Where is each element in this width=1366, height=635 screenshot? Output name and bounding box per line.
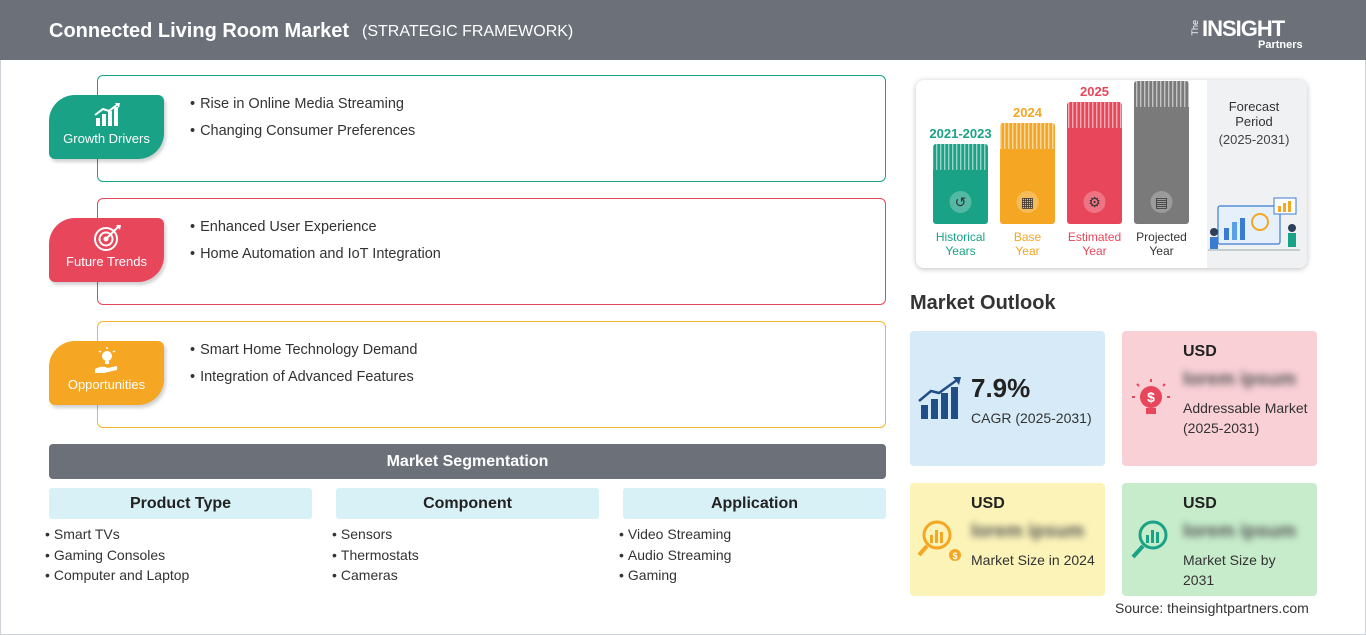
size2031-label: Market Size by 2031 [1183,552,1276,588]
size2024-label: Market Size in 2024 [971,552,1095,568]
timeline-chart: 2021-2023↺HistoricalYears2024▦BaseYear20… [929,81,1300,258]
segment-item: Gaming Consoles [45,547,312,568]
size2031-tile-bg [1122,483,1317,596]
source-note: Source: theinsightpartners.com [1115,600,1309,616]
segment-heading: Component [336,488,599,519]
target-icon [93,225,121,251]
logo-main: INSIGHT [1202,16,1285,41]
projection-board-icon [1150,191,1173,213]
growth-drivers-badge: Growth Drivers [49,95,164,159]
badge-label: Opportunities [67,377,146,392]
projection-board-icon-glyph: ▤ [1155,195,1168,211]
timeline-bar-label: Year [1149,244,1173,258]
timeline-bar-stripes [1000,123,1055,149]
timeline-bar-stripes [1134,81,1189,107]
addressable-currency: USD [1183,343,1217,360]
svg-text:$: $ [952,551,957,561]
timeline-bar [1134,81,1189,224]
segment-item: Smart TVs [45,526,312,547]
segment-component: Component Sensors Thermostats Cameras [336,488,599,588]
outlook-title: Market Outlook [910,292,1056,314]
segment-item: Computer and Laptop [45,567,312,588]
opportunities-box: Smart Home Technology Demand Integration… [97,321,886,428]
timeline-bar-label: Years [945,244,975,258]
lightbulb-hand-icon [94,347,117,373]
segment-item: Sensors [332,526,599,547]
cagr-label: CAGR (2025-2031) [971,410,1092,426]
timeline-bar [1067,102,1122,224]
segmentation-title: Market Segmentation [49,444,886,479]
timeline-bar-stripes [1067,102,1122,128]
timeline-category-label: 2024 [1013,105,1043,120]
page-title: Connected Living Room Market [49,20,350,42]
addressable-market-tile: $ USD lorem ipsum Addressable Market (20… [1122,331,1317,466]
list-item: Home Automation and IoT Integration [190,246,441,262]
page-subtitle: (STRATEGIC FRAMEWORK) [362,23,574,40]
header-bar: Connected Living Room Market (STRATEGIC … [0,0,1366,60]
segment-application: Application Video Streaming Audio Stream… [623,488,886,588]
cagr-value: 7.9% [971,373,1031,403]
badge-label: Future Trends [66,254,147,269]
future-trends-box: Enhanced User Experience Home Automation… [97,198,886,305]
timeline-category-label: 2025 [1080,84,1109,99]
list-item: Smart Home Technology Demand [190,342,417,358]
timeline-bar-label: Year [1015,244,1039,258]
timeline-bar-label: Base [1014,230,1042,244]
growth-drivers-box: Rise in Online Media Streaming Changing … [97,75,886,182]
cagr-tile: 7.9% CAGR (2025-2031) [910,331,1105,466]
timeline-bar-stripes [933,144,988,170]
list-item: Changing Consumer Preferences [190,123,415,139]
timeline-bar-label: Year [1082,244,1106,258]
timeline-bar-label: Estimated [1068,230,1121,244]
insight-partners-logo: The INSIGHT Partners [1190,12,1320,54]
calendar-icon-glyph: ▦ [1021,195,1034,211]
magnifier-chart-icon [1131,520,1168,559]
segment-item: Thermostats [332,547,599,568]
addressable-value: lorem ipsum [1183,369,1296,390]
segment-heading: Application [623,488,886,519]
segment-item: Video Streaming [619,526,886,547]
analyst-illustration-icon [1208,197,1300,251]
timeline-bar-label: Projected [1136,230,1187,244]
timeline-category-label: 2021-2023 [929,126,991,141]
addressable-label: Addressable Market (2025-2031) [1183,400,1308,436]
future-trends-badge: Future Trends [49,218,164,282]
list-item: Rise in Online Media Streaming [190,96,415,112]
segment-item: Audio Streaming [619,547,886,568]
segment-product-type: Product Type Smart TVs Gaming Consoles C… [49,488,312,588]
history-icon [949,191,972,213]
lightbulb-dollar-icon: $ [1132,379,1170,414]
rising-bars-icon [918,377,961,419]
badge-label: Growth Drivers [63,131,150,146]
magnifier-coins-icon: $ [917,520,961,561]
forecast-range: (2025-2031) [1219,132,1290,147]
svg-text:$: $ [1147,389,1155,405]
growth-chart-icon [93,103,120,126]
segment-item: Gaming [619,567,886,588]
size2031-currency: USD [1183,495,1217,512]
history-icon-glyph: ↺ [955,195,967,211]
market-size-2024-tile: $ USD lorem ipsum Market Size in 2024 [910,483,1105,596]
forecast-label-line2: Period [1235,114,1273,129]
logo-sub: Partners [1258,39,1303,51]
logo-the: The [1190,20,1200,36]
estimate-icon [1083,191,1106,213]
estimate-icon-glyph: ⚙ [1088,195,1101,211]
segment-item: Cameras [332,567,599,588]
calendar-icon [1016,191,1039,213]
size2031-value: lorem ipsum [1183,521,1296,542]
forecast-label-line1: Forecast [1229,99,1280,114]
list-item: Enhanced User Experience [190,219,441,235]
size2024-currency: USD [971,495,1005,512]
opportunities-badge: Opportunities [49,341,164,405]
market-size-2031-tile: USD lorem ipsum Market Size by 2031 [1122,483,1317,596]
size2024-value: lorem ipsum [971,521,1084,542]
segment-heading: Product Type [49,488,312,519]
timeline-bar-label: Historical [936,230,985,244]
list-item: Integration of Advanced Features [190,369,417,385]
